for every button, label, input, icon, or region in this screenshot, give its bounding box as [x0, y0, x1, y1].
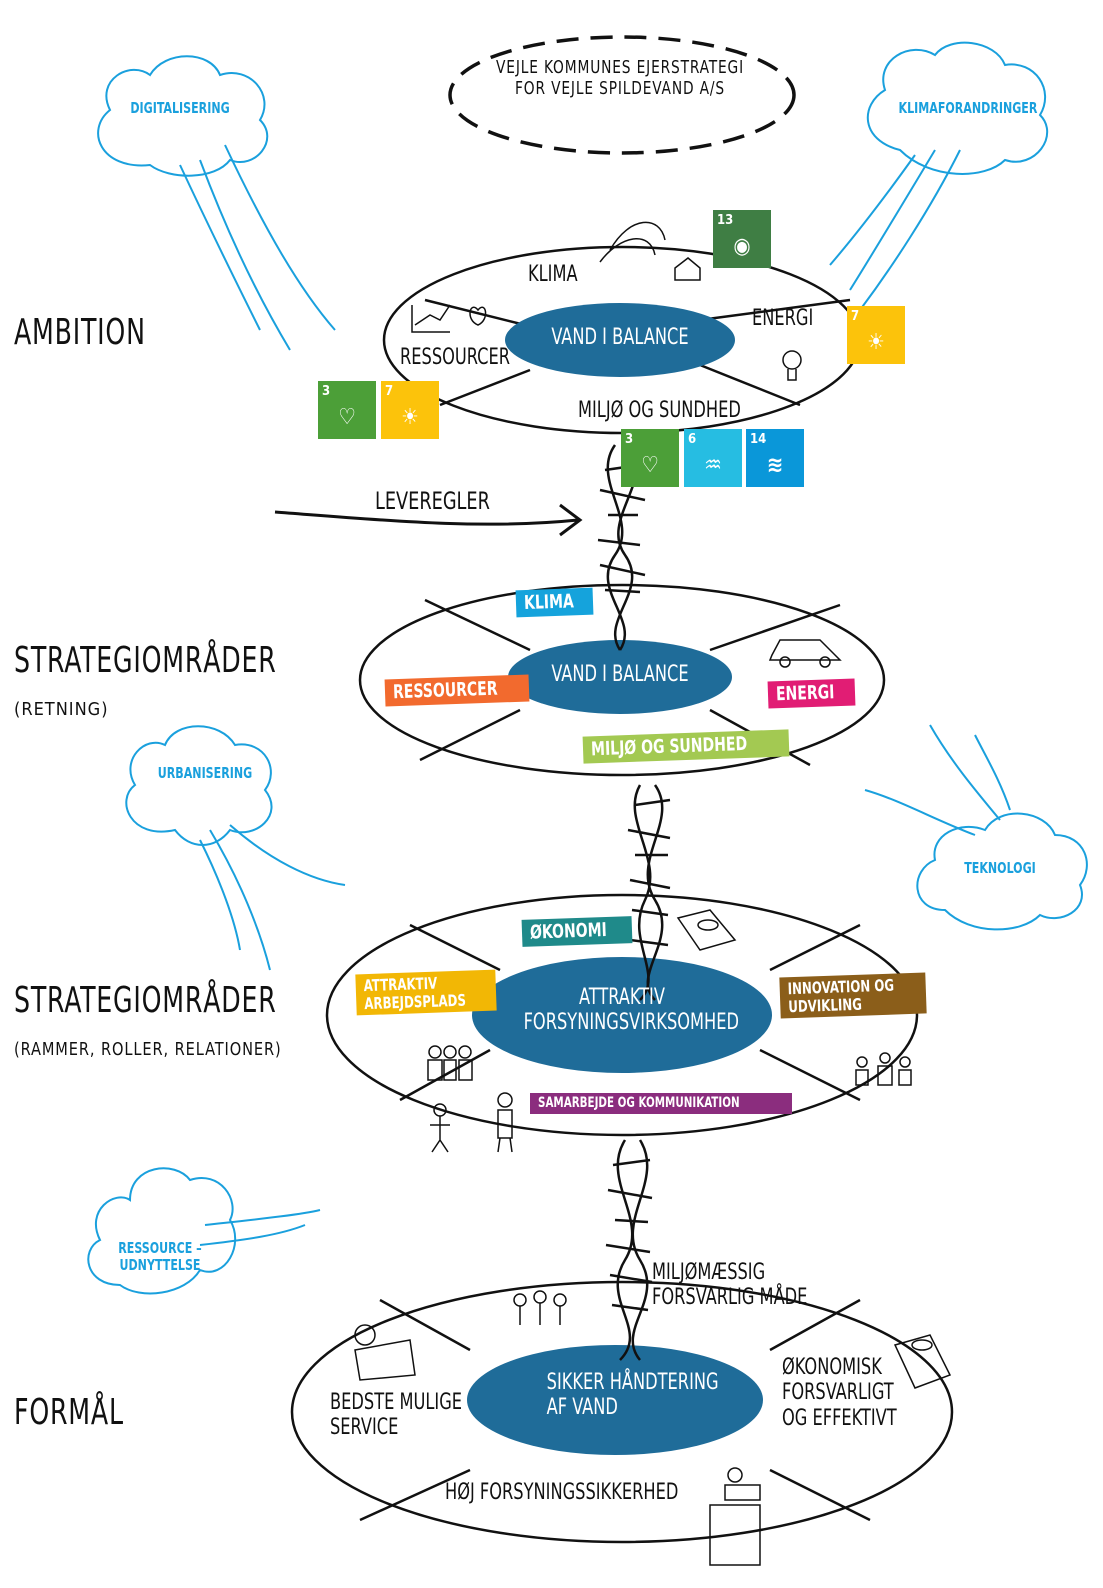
ring1-top-label: KLIMA	[528, 262, 578, 287]
sdg-3-tile-bottom: 3♡	[621, 429, 679, 487]
ring3-center-blob	[472, 957, 772, 1073]
cloud-teknologi	[916, 812, 1088, 931]
ring1-left-label: RESSOURCER	[400, 345, 511, 370]
ring2-center-label: VAND I BALANCE	[551, 662, 689, 687]
cloud-label-klimaforandringer: KLIMAFORANDRINGER	[898, 99, 1038, 117]
side-label-retning: (RETNING)	[14, 699, 109, 720]
cloud-digitalisering	[97, 55, 269, 177]
sdg-7-tile-left: 7☀	[381, 381, 439, 439]
side-label-formaal: FORMÅL	[14, 1392, 124, 1433]
ring1-center-label: VAND I BALANCE	[551, 325, 689, 350]
ring2-left-tag: RESSOURCER	[384, 674, 530, 707]
wind-lines-5	[199, 1209, 321, 1246]
leveregler-label: LEVEREGLER	[375, 487, 490, 515]
ring-2	[358, 583, 886, 777]
side-label-strategiomraader-1: STRATEGIOMRÅDER	[14, 640, 277, 681]
ring-4	[290, 1280, 954, 1544]
fish-icon: ≋	[766, 453, 784, 478]
ring1-bottom-label: MILJØ OG SUNDHED	[578, 398, 741, 423]
dna-helix-2	[627, 784, 671, 1001]
ring3-top-tag: ØKONOMI	[521, 916, 633, 947]
wind-lines-4	[864, 724, 1011, 836]
water-icon: ♒	[704, 453, 722, 478]
ring-3	[325, 893, 919, 1137]
car-doodle	[768, 639, 842, 668]
ring3-center-label: ATTRAKTIV FORSYNINGSVIRKSOMHED	[523, 985, 739, 1036]
wind-lines-2	[829, 149, 961, 311]
money-doodle-2	[893, 1334, 952, 1389]
ring1-right-label: ENERGI	[752, 306, 814, 331]
heartbeat-icon: ♡	[641, 453, 659, 478]
sdg-7-tile-top: 7☀	[847, 306, 905, 364]
ring4-center-label: SIKKER HÅNDTERING AF VAND	[546, 1370, 719, 1421]
title-ellipse	[448, 35, 796, 155]
cloud-label-teknologi: TEKNOLOGI	[964, 859, 1036, 877]
sun-icon: ☀	[867, 330, 885, 355]
dna-helix-3	[605, 1139, 653, 1361]
ring1-center-blob	[505, 303, 735, 377]
ring4-center-blob	[467, 1345, 763, 1455]
ring4-left-label: BEDSTE MULIGE SERVICE	[330, 1390, 463, 1441]
people-doodles	[354, 1045, 912, 1566]
money-doodle-1	[676, 909, 737, 951]
cloud-urbanisering	[125, 725, 273, 846]
cloud-ressource	[87, 1167, 237, 1295]
sun-icon: ☀	[401, 405, 419, 430]
side-label-rammer: (RAMMER, ROLLER, RELATIONER)	[14, 1039, 282, 1060]
ring3-bottom-tag: SAMARBEJDE OG KOMMUNIKATION	[530, 1093, 792, 1115]
sdg-3-tile-left: 3♡	[318, 381, 376, 439]
cloud-label-urbanisering: URBANISERING	[157, 764, 253, 782]
cloud-label-ressource: RESSOURCE – UDNYTTELSE	[118, 1239, 202, 1275]
sdg-13-tile: 13◉	[713, 210, 771, 268]
sdg-14-tile: 14≋	[746, 429, 804, 487]
ring2-center-blob	[508, 640, 732, 714]
eye-icon: ◉	[733, 234, 751, 259]
heartbeat-icon: ♡	[338, 405, 356, 430]
bulb-doodle	[782, 350, 802, 381]
leveregler-arrow	[274, 503, 583, 537]
wind-lines-1	[179, 144, 336, 351]
chart-doodle	[411, 304, 487, 333]
cloud-klimaforandringer	[866, 41, 1049, 175]
cloud-label-digitalisering: DIGITALISERING	[130, 99, 230, 117]
ring2-top-tag: KLIMA	[515, 587, 594, 618]
wind-lines-3	[199, 824, 346, 971]
ring3-right-tag: INNOVATION OG UDVIKLING	[779, 972, 927, 1019]
ring2-right-tag: ENERGI	[767, 678, 856, 709]
ring3-left-tag: ATTRAKTIV ARBEJDSPLADS	[355, 969, 497, 1016]
sdg-6-tile: 6♒	[684, 429, 742, 487]
house-doodle	[599, 221, 701, 281]
side-label-strategiomraader-2: STRATEGIOMRÅDER	[14, 980, 277, 1021]
ring4-bottom-label: HØJ FORSYNINGSSIKKERHED	[445, 1480, 679, 1505]
side-label-ambition: AMBITION	[14, 312, 146, 353]
title: VEJLE KOMMUNES EJERSTRATEGI FOR VEJLE SP…	[496, 57, 744, 99]
ring4-top-label: MILJØMÆSSIG FORSVARLIG MÅDE	[652, 1260, 808, 1311]
ring4-right-label: ØKONOMISK FORSVARLIGT OG EFFEKTIVT	[782, 1355, 897, 1431]
